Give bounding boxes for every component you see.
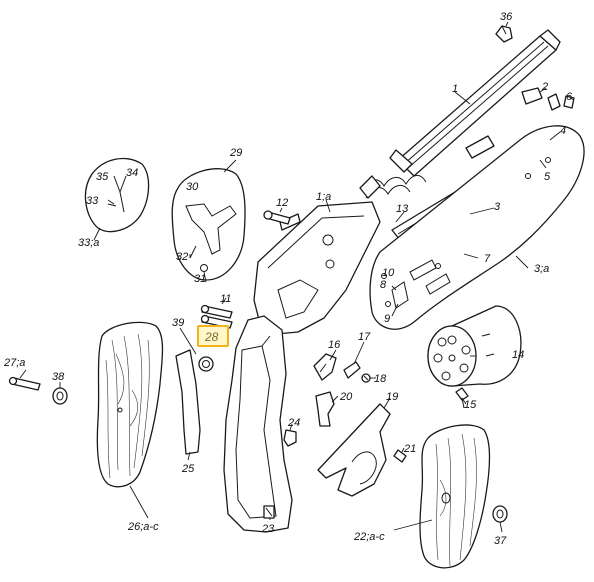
label-38: 38 xyxy=(52,371,65,383)
label-23: 23 xyxy=(261,523,275,535)
left-grip-panel xyxy=(96,321,164,488)
frame xyxy=(253,201,381,335)
right-grip-panel xyxy=(419,424,491,569)
screw-18 xyxy=(361,373,371,383)
label-26: 26;a-c xyxy=(127,521,159,533)
label-33a: 33;a xyxy=(78,237,99,249)
trigger-guard xyxy=(317,403,391,497)
label-1: 1 xyxy=(452,83,458,95)
frame-group-3a xyxy=(369,125,585,330)
label-4: 4 xyxy=(560,125,566,137)
label-16: 16 xyxy=(328,339,341,351)
washer-39 xyxy=(198,356,214,372)
grip-frame xyxy=(223,315,293,533)
barrel xyxy=(389,29,561,177)
label-5: 5 xyxy=(544,171,551,183)
label-39: 39 xyxy=(172,317,184,329)
label-28-highlighted: 28 xyxy=(204,330,219,344)
label-24: 24 xyxy=(287,417,300,429)
escutcheon-37 xyxy=(492,505,508,523)
part-labels: 1 1;a 2 3 3;a 4 5 6 7 8 9 10 11 12 13 14… xyxy=(3,11,573,547)
label-30: 30 xyxy=(186,181,199,193)
side-plate-group-29 xyxy=(171,168,246,281)
label-12: 12 xyxy=(276,197,288,209)
hand-17 xyxy=(343,361,361,379)
label-34: 34 xyxy=(126,167,138,179)
mainspring xyxy=(175,349,201,455)
label-3a: 3;a xyxy=(534,263,549,275)
cylinder-spring xyxy=(359,175,427,199)
label-31: 31 xyxy=(194,273,206,285)
label-19: 19 xyxy=(386,391,398,403)
highlight-box xyxy=(197,325,229,347)
label-8: 8 xyxy=(380,279,387,291)
label-6: 6 xyxy=(566,91,573,103)
label-15: 15 xyxy=(464,399,477,411)
label-33: 33 xyxy=(86,195,99,207)
label-21: 21 xyxy=(403,443,416,455)
label-7: 7 xyxy=(484,253,491,265)
screw-12 xyxy=(263,210,291,225)
hand-group-33 xyxy=(84,157,150,233)
label-17: 17 xyxy=(358,331,371,343)
label-36: 36 xyxy=(500,11,513,23)
label-14: 14 xyxy=(512,349,524,361)
label-35: 35 xyxy=(96,171,109,183)
cylinder xyxy=(427,305,522,387)
leader-lines xyxy=(19,21,575,533)
screw-23 xyxy=(263,505,275,519)
label-32: 32 xyxy=(176,251,188,263)
screws-11-28 xyxy=(200,304,233,329)
label-22: 22;a-c xyxy=(353,531,385,543)
label-2: 2 xyxy=(541,81,548,93)
label-20: 20 xyxy=(339,391,353,403)
front-sight xyxy=(495,25,513,43)
label-29: 29 xyxy=(229,147,242,159)
hammer xyxy=(313,353,337,381)
label-11: 11 xyxy=(220,293,231,305)
nipples-15 xyxy=(455,387,469,409)
screw-24 xyxy=(283,429,297,447)
trigger xyxy=(315,391,335,427)
label-3: 3 xyxy=(494,201,501,213)
label-37: 37 xyxy=(494,535,507,547)
label-18: 18 xyxy=(374,373,387,385)
screw-27a xyxy=(8,376,41,391)
label-13: 13 xyxy=(396,203,409,215)
label-25: 25 xyxy=(181,463,195,475)
label-10: 10 xyxy=(382,267,395,279)
label-9: 9 xyxy=(384,313,390,325)
screw-21 xyxy=(393,449,407,463)
label-27a: 27;a xyxy=(3,357,25,369)
label-1a: 1;a xyxy=(316,191,331,203)
escutcheon-38 xyxy=(52,387,68,405)
